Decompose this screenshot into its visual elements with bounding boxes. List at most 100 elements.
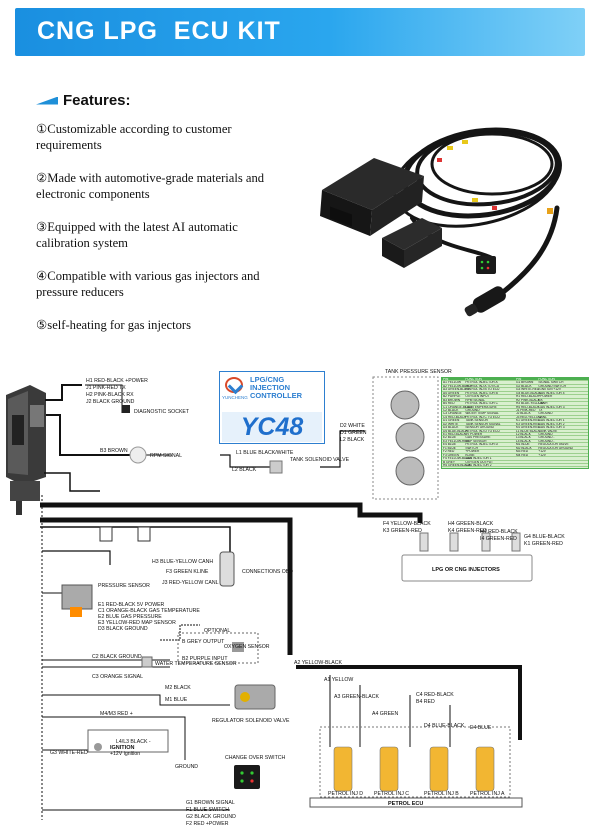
pin-table-cell: M2 BLACK: [516, 446, 532, 450]
gas-injector-wire: I4 GREEN-RED: [480, 536, 517, 542]
wiring-diagram: H1 RED-BLACK +POWER J1 PINK-RED TX H2 PI…: [6, 369, 565, 827]
regulator-wire: M1 BLUE: [165, 697, 188, 703]
petrol-wire: B4 RED: [416, 699, 435, 705]
pin-table-cell: L3 BLACK: [516, 436, 531, 440]
pin-table-cell: B GREY: [443, 460, 456, 464]
pin-table-cell: GAS INJECTOR 1: [465, 457, 492, 461]
pin-table-cell: C1 ORANGE-BLACK: [443, 405, 474, 409]
yuncheng-logo-icon: [225, 377, 243, 393]
pin-table-header-cell: FUNCTION: [538, 378, 555, 381]
controller-line: CONTROLLER: [250, 391, 303, 400]
pin-table-cell: 5V POWER: [465, 433, 483, 436]
pin-table-cell: L2 BLACK: [516, 433, 531, 436]
pin-table-cell: GROUND SWITCH: [538, 384, 566, 388]
pin-table-cell: TANK SENSOR SIGNAL: [465, 422, 501, 426]
water-temp-icon: [141, 656, 153, 668]
product-photo: [320, 127, 562, 317]
petrol-wire: E4 BLUE: [470, 725, 492, 731]
pin-table-cell: [538, 461, 588, 463]
pin-table-row: H1 RED-BLACK+POWER: [515, 395, 588, 399]
pin-table-cell: TANK SENSOR: [465, 419, 488, 423]
change-switch-label: CHANGE OVER SWITCH: [225, 755, 285, 761]
feature-item: ③Equipped with the latest AI automatic c…: [36, 220, 238, 250]
change-switch-wire: F2 RED +POWER: [186, 821, 229, 827]
pressure-sensor-icon: [61, 584, 93, 610]
pin-table-cell: GROUND -: [538, 436, 555, 440]
pin-table-cell: F4 YELLOW-BLACK: [443, 457, 473, 461]
water-temp-wire: C2 BLACK GROUND: [92, 654, 142, 660]
pin-table-cell: G3 WHITE-RED: [516, 388, 540, 392]
pin-table-cell: M3 RED: [516, 450, 529, 454]
controller-line: INJECTION: [250, 383, 291, 392]
pin-table-row: [515, 457, 588, 461]
regulator-wire: M2 BLACK: [165, 685, 191, 691]
pin-table-cell: A3 GREEN-BLACK: [443, 388, 471, 392]
pin-table-cell: GAS INJECTOR 3: [538, 426, 565, 430]
tank-sensor-wire: D2 WHITE: [340, 423, 365, 429]
pin-table-cell: [515, 461, 538, 463]
pin-table-cell: TX: [538, 408, 543, 412]
pin-table-cell: GAS INJECTOR 4: [538, 391, 565, 395]
change-switch-wire: G2 BLACK GROUND: [186, 814, 236, 820]
feature-item: ④Compatible with various gas injectors a…: [36, 269, 260, 299]
features-heading: Features:: [36, 92, 131, 109]
petrol-wire: D4 BLUE-BLACK: [424, 723, 465, 729]
gas-injector-wire: H4 GREEN-BLACK: [448, 521, 494, 527]
pin-table-cell: A2 YELLOW-BLACK: [443, 384, 473, 388]
pin-table-cell: J1 PINK-RED: [516, 408, 536, 412]
pin-table-cell: GAS INJECTOR 3: [538, 405, 565, 409]
pin-table-cell: GROUND: [538, 412, 553, 416]
tank-sensor-wire: D1 GREEN: [340, 430, 367, 436]
pin-table-cell: GAS PRESSURE: [465, 436, 491, 440]
pin-table-cell: GROUND: [465, 408, 480, 412]
power-label: H1 RED-BLACK +POWER: [86, 378, 148, 384]
petrol-injector-label: PETROL INJ C: [374, 791, 409, 797]
pin-table-cell: C3 ORANGE: [443, 412, 462, 416]
pin-table-cell: PETROL INJ A TO ECU: [465, 384, 500, 388]
pin-table-cell: PETROL INJECTOR B: [465, 391, 498, 395]
petrol-injector-label: PETROL INJ A: [470, 791, 505, 797]
pin-table-cell: GAS INJECTOR 2: [538, 422, 565, 426]
pin-table-cell: H3 BLUE-YELLOW: [516, 402, 544, 406]
pin-table-cell: F2 RED: [443, 450, 455, 454]
pin-table-cell: D1 GREEN: [443, 419, 460, 423]
gas-injector-wire: G4 BLUE-BLACK: [524, 534, 565, 540]
power-label: H2 PINK-BLACK RX: [86, 392, 134, 398]
pin-table-row: F2 RED+POWER: [442, 450, 515, 454]
pin-table-cell: H1 RED-BLACK: [516, 395, 540, 399]
pin-table-cell: +POWER: [538, 395, 553, 399]
petrol-wire: A1 YELLOW: [324, 677, 353, 683]
tank-valve-label: TANK SOLENOID VALVE: [290, 457, 350, 463]
obd-wire: J3 RED-YELLOW CANL: [162, 580, 219, 586]
controller-line: LPG/CNG: [250, 375, 285, 384]
pin-table-cell: J2 BLACK: [516, 412, 531, 416]
pin-table-cell: GAS INJECTOR 2: [465, 463, 492, 467]
ground-label: GROUND: [175, 764, 198, 770]
tank-sensor-wire: L2 BLACK: [340, 437, 365, 443]
pin-table-cell: OXYGEN INPUT: [465, 395, 490, 399]
pin-table-cell: L4 BLACK: [516, 439, 531, 443]
pin-table-row: [515, 464, 588, 468]
petrol-injector-label: PETROL INJ B: [424, 791, 459, 797]
pin-table-cell: [515, 457, 538, 459]
pin-table-cell: E3 YELLOW-RED: [443, 439, 469, 443]
pin-table-cell: SWITCH: [465, 446, 478, 450]
change-switch-wire: G1 BROWN SIGNAL: [186, 800, 235, 806]
tank-valve-wire: L1 BLUE BLACK/WHITE: [236, 450, 294, 456]
pin-table-cell: D4 BLUE-BLACK: [443, 429, 468, 433]
pin-table-cell: SENSOR GROUND: [465, 426, 494, 430]
